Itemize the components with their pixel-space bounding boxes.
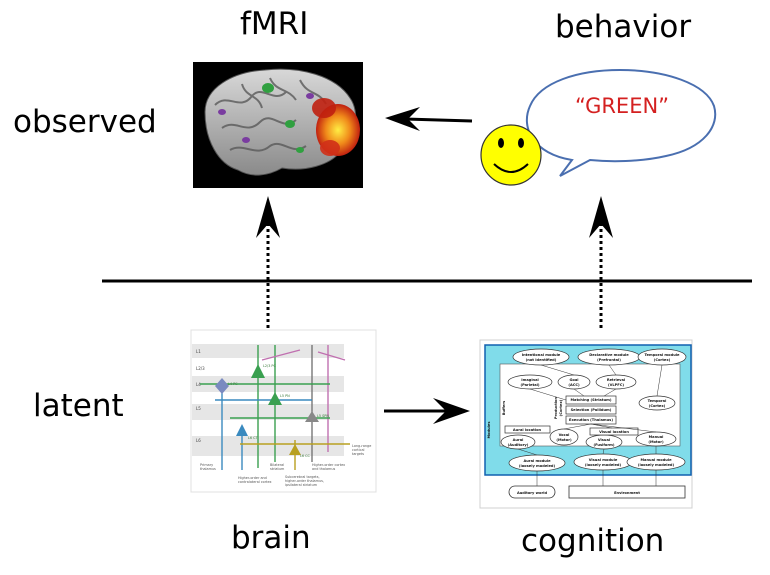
arch-label: Manual module	[640, 458, 672, 462]
target-label: Bilateral	[270, 463, 284, 467]
target-label: higher-order thalamus,	[285, 479, 324, 483]
arch-label: (not identified)	[526, 358, 557, 362]
target-label: Subcerebral targets,	[285, 475, 320, 479]
cortical-circuit-figure: L1 L2/3 L4 L5 L6 L2/3 PC	[190, 329, 377, 493]
arch-label: Intentional module	[522, 353, 561, 357]
target-label: contralateral cortex	[238, 480, 272, 484]
fmri-label: fMRI	[240, 6, 309, 42]
arch-label: (Cortex)	[649, 404, 666, 408]
target-label: Higher-order cortex	[312, 463, 345, 467]
cell-label: L6 CC	[300, 454, 310, 458]
arch-label: Visual location	[599, 430, 629, 434]
layer-label: L2/3	[196, 366, 205, 371]
target-label: striatum	[270, 467, 285, 471]
arch-label: (Cortex)	[559, 399, 563, 416]
target-label: Primary	[200, 463, 213, 467]
arch-label: (Fusiform)	[593, 443, 614, 447]
target-label: targets	[352, 452, 364, 456]
layer-label: L4	[196, 382, 201, 387]
arch-label: Goal	[569, 378, 578, 382]
arch-label: Declarative module	[589, 353, 629, 357]
arch-label: Buffers	[502, 401, 506, 416]
cognition-label: cognition	[521, 523, 665, 559]
arch-label: Manual	[649, 435, 664, 439]
arch-label: (Prefrontal)	[597, 358, 621, 362]
arch-label: (loosely modeled)	[638, 463, 675, 467]
arch-label: (Cortex)	[654, 358, 671, 362]
layer-label: L6	[196, 438, 201, 443]
cognition-to-behavior-arrow	[589, 196, 613, 328]
layer-label: L5	[196, 406, 201, 411]
observed-label: observed	[13, 104, 157, 140]
target-label: Higher-order and	[238, 476, 267, 480]
target-label: and thalamus	[312, 467, 335, 471]
arch-label: Vocal	[559, 433, 570, 437]
arch-label: Visual	[598, 438, 610, 442]
target-label: cortical	[352, 448, 365, 452]
speech-text: “GREEN”	[575, 94, 669, 118]
cognitive-architecture-figure: Intentional module (not identified) Decl…	[479, 339, 693, 509]
arch-label: Aural location	[513, 428, 542, 432]
smiley-face-icon	[480, 124, 542, 186]
arch-label: (loosely modeled)	[585, 463, 622, 467]
latent-label: latent	[33, 388, 124, 424]
behavior-to-fmri-arrow	[385, 107, 473, 131]
arch-label: (loosely modeled)	[519, 464, 556, 468]
arch-label: (Motor)	[648, 440, 664, 444]
cell-label: L5 PN	[280, 394, 290, 398]
arch-label: Execution (Thalamus)	[569, 418, 613, 422]
arch-label: (Auditory)	[508, 443, 529, 447]
target-label: ipsilateral striatum	[285, 483, 318, 487]
arch-label: Imaginal	[521, 378, 539, 382]
brain-to-cognition-arrow	[384, 398, 470, 424]
target-label: Long-range	[352, 444, 371, 448]
arch-label: (Parietal)	[520, 383, 539, 387]
arch-label: Temporal module	[645, 353, 680, 357]
arch-label: Production	[554, 397, 558, 420]
arch-label: Selection (Pallidum)	[571, 408, 612, 412]
arch-label: Visual module	[589, 458, 618, 462]
brain-fmri-icon	[193, 62, 363, 188]
arch-label: Matching (Striatum)	[570, 398, 611, 402]
arch-label: Modules	[487, 422, 491, 439]
cell-label: L2/3 PC	[263, 364, 276, 368]
arch-label: Temporal	[648, 399, 667, 403]
arch-label: Aural module	[523, 459, 551, 463]
arch-label: (VLPFC)	[608, 383, 624, 387]
cell-label: L6 CT	[248, 436, 258, 440]
brain-to-fmri-arrow	[256, 196, 280, 328]
speech-bubble: “GREEN”	[525, 68, 717, 177]
cell-label: L5 SPN	[317, 414, 329, 418]
arch-label: Retrieval	[607, 378, 625, 382]
brain-label: brain	[231, 520, 311, 556]
behavior-label: behavior	[555, 9, 692, 45]
arch-label: Aural	[513, 438, 524, 442]
arch-label: Auditory world	[517, 491, 547, 495]
arch-label: (Motor)	[556, 438, 572, 442]
target-label: thalamus	[200, 467, 216, 471]
arch-label: (ACC)	[568, 383, 580, 387]
layer-label: L1	[196, 349, 201, 354]
arch-label: Environment	[614, 491, 640, 495]
cell-label: L4 PC	[228, 382, 238, 386]
